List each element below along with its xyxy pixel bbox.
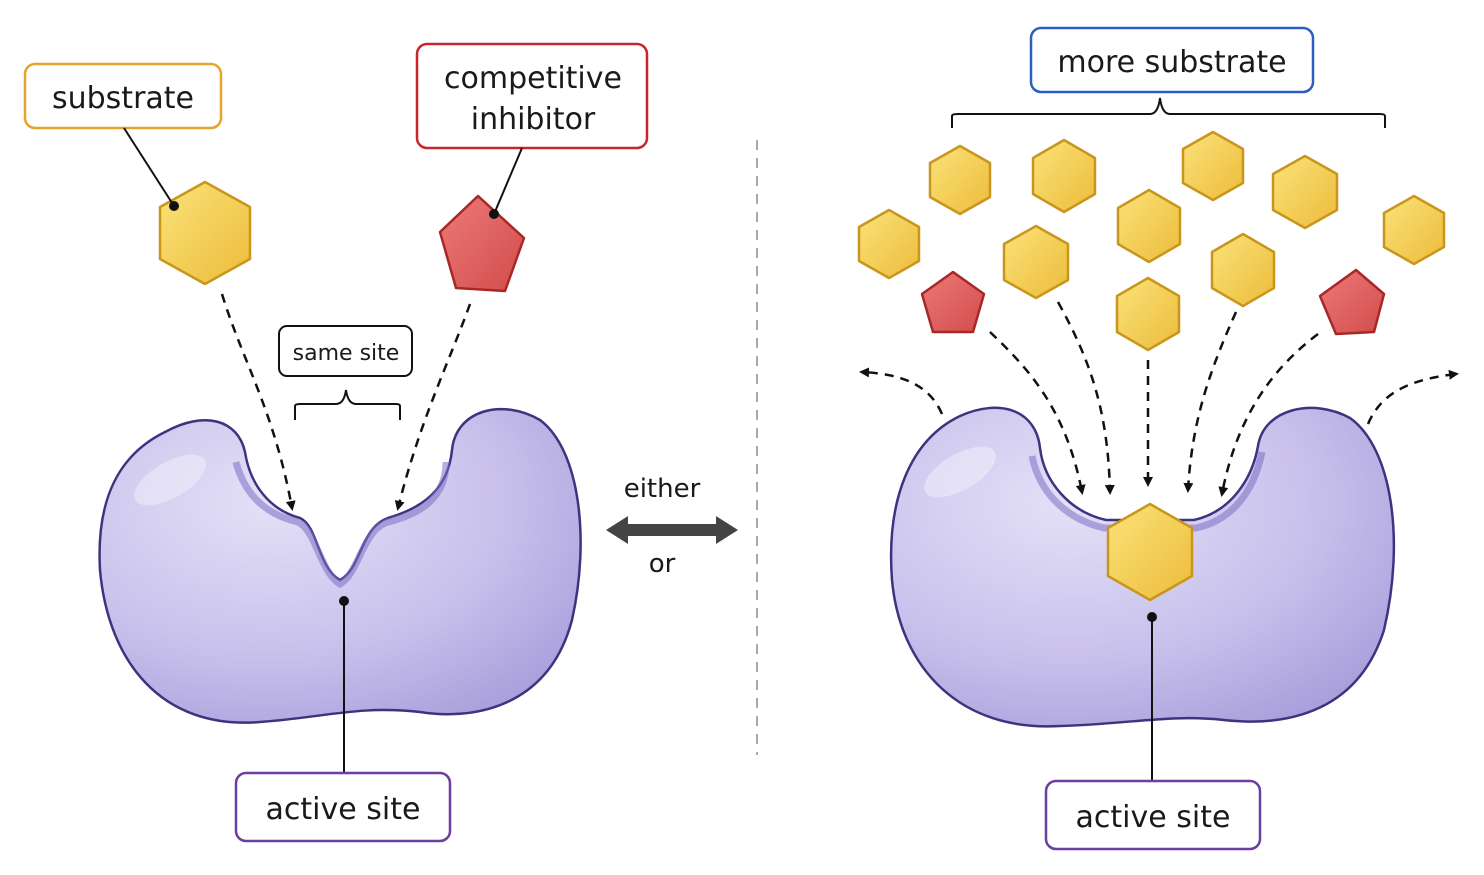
inhibitor-label-line1: competitive xyxy=(444,61,622,96)
substrate-approach-arrow xyxy=(1056,301,1115,495)
active-site-label-right: active site xyxy=(1076,800,1231,835)
bound-substrate-hexagon xyxy=(1106,502,1194,602)
more-substrate-bracket xyxy=(951,97,1386,128)
active-site-label-box-right xyxy=(1044,779,1262,851)
displaced-outward-arrow-right xyxy=(1366,369,1459,425)
inhibitor-leader-line xyxy=(493,147,523,215)
inhibitor-approach-arrow xyxy=(1218,333,1319,497)
inhibitor-label-box xyxy=(415,42,649,150)
free-substrate-hexagon xyxy=(1271,154,1339,230)
inhibitor-leader-dot xyxy=(489,209,499,219)
free-inhibitor-pentagon xyxy=(1318,268,1386,336)
double-arrow xyxy=(606,516,738,544)
substrate-label-box xyxy=(23,62,223,130)
active-site-label-box-left xyxy=(234,771,452,843)
either-label: either xyxy=(624,474,701,504)
left-panel: substrate competitive inhibitor same sit… xyxy=(23,42,649,843)
free-substrate-hexagon xyxy=(928,144,992,216)
substrate-leader-dot xyxy=(169,201,179,211)
inhibitor-approach-arrow xyxy=(394,303,472,511)
or-label: or xyxy=(649,549,676,579)
active-site-label-left: active site xyxy=(266,792,421,827)
substrate-hexagon xyxy=(158,180,252,286)
free-substrate-hexagon xyxy=(1115,276,1181,352)
enzyme-left-groove xyxy=(232,461,450,589)
right-panel: more substrate active site xyxy=(857,26,1459,851)
free-substrate-hexagon xyxy=(1210,232,1276,308)
substrate-approach-arrow xyxy=(989,331,1086,495)
inhibitor-label-line2: inhibitor xyxy=(471,102,596,137)
displaced-outward-arrow-left xyxy=(859,367,944,415)
more-substrate-label-box xyxy=(1029,26,1315,94)
free-substrate-hexagon xyxy=(857,208,921,280)
free-inhibitor-pentagon xyxy=(920,270,986,334)
substrate-approach-arrow xyxy=(220,293,296,511)
enzyme-right-highlight xyxy=(924,446,996,498)
more-substrate-label: more substrate xyxy=(1057,45,1286,80)
substrate-label: substrate xyxy=(52,81,194,116)
inhibitor-pentagon xyxy=(438,194,526,293)
same-site-label: same site xyxy=(293,341,400,366)
free-substrate-hexagon xyxy=(1181,130,1245,202)
substrate-approach-arrow xyxy=(1183,311,1238,493)
same-site-bracket xyxy=(294,389,401,420)
same-site-label-box xyxy=(278,325,413,377)
free-substrate-hexagon xyxy=(1002,224,1070,300)
enzyme-left-highlight xyxy=(134,454,206,506)
enzyme-left xyxy=(98,407,582,724)
substrate-leader-line xyxy=(123,127,175,207)
free-substrate-hexagon xyxy=(1116,188,1182,264)
free-substrate-hexagon xyxy=(1031,138,1097,214)
center-divider: either or xyxy=(606,140,758,755)
free-substrate-hexagon xyxy=(1382,194,1446,266)
